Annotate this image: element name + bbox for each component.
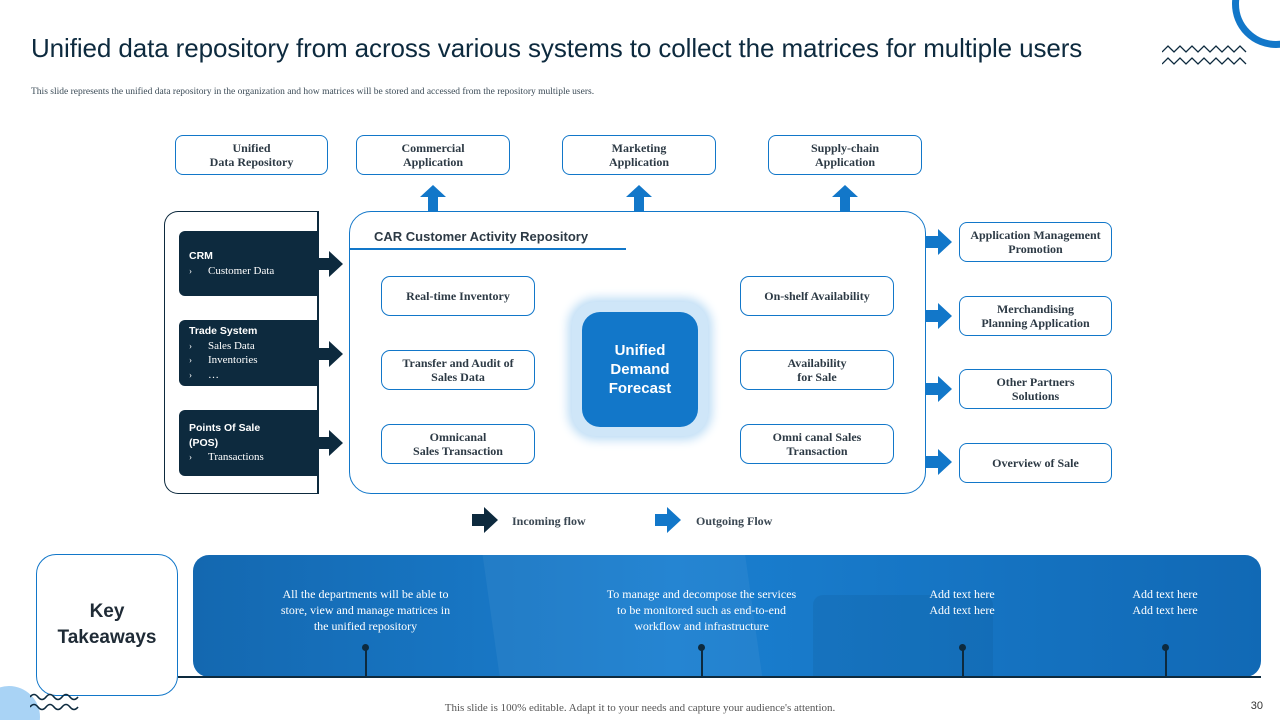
takeaway-pin-dot — [698, 644, 705, 651]
wave-decoration-icon — [1162, 45, 1247, 65]
footer-note: This slide is 100% editable. Adapt it to… — [444, 702, 836, 714]
up-arrow-icon — [420, 185, 446, 211]
top-box-supply-chain-application[interactable]: Supply-chain Application — [768, 135, 922, 175]
source-item: ›… — [189, 368, 219, 381]
legend-incoming-label: Incoming flow — [512, 514, 586, 528]
outgoing-arrow-icon — [926, 449, 952, 475]
wave-decoration-icon — [30, 693, 79, 711]
top-box-commercial-application[interactable]: Commercial Application — [356, 135, 510, 175]
key-takeaways-label: Key Takeaways — [36, 554, 178, 696]
outgoing-arrow-icon — [926, 376, 952, 402]
takeaway-pin-line — [962, 648, 964, 676]
source-heading: CRM — [189, 250, 213, 262]
repo-item-realtime-inventory[interactable]: Real-time Inventory — [381, 276, 535, 316]
page-title: Unified data repository from across vari… — [31, 33, 1083, 63]
takeaway-pin-line — [365, 648, 367, 676]
takeaway-text: All the departments will be able to stor… — [280, 587, 451, 633]
takeaway-pin-dot — [1162, 644, 1169, 651]
takeaway-pin-dot — [959, 644, 966, 651]
up-arrow-icon — [626, 185, 652, 211]
output-merchandising-planning[interactable]: Merchandising Planning Application — [959, 296, 1112, 336]
page-subtitle: This slide represents the unified data r… — [31, 87, 595, 97]
output-other-partners[interactable]: Other Partners Solutions — [959, 369, 1112, 409]
unified-demand-forecast[interactable]: Unified Demand Forecast — [582, 312, 698, 427]
top-box-marketing-application[interactable]: Marketing Application — [562, 135, 716, 175]
car-repository-title: CAR Customer Activity Repository — [374, 229, 589, 244]
incoming-arrow-icon — [317, 341, 343, 367]
legend-outgoing-arrow-icon — [655, 507, 681, 533]
source-trade-system[interactable]: Trade System ›Sales Data ›Inventories ›… — [179, 320, 317, 386]
outgoing-arrow-icon — [926, 229, 952, 255]
incoming-arrow-icon — [317, 251, 343, 277]
takeaways-banner — [193, 555, 1261, 677]
up-arrow-icon — [832, 185, 858, 211]
repo-item-onshelf-availability[interactable]: On-shelf Availability — [740, 276, 894, 316]
page-number: 30 — [1250, 700, 1263, 712]
source-item: ›Customer Data — [189, 264, 275, 277]
source-item: ›Sales Data — [189, 339, 255, 352]
legend-outgoing-label: Outgoing Flow — [696, 514, 773, 528]
repo-item-omnicanal-sales[interactable]: Omnicanal Sales Transaction — [381, 424, 535, 464]
output-app-management-promotion[interactable]: Application Management Promotion — [959, 222, 1112, 262]
source-points-of-sale[interactable]: Points Of Sale (POS) ›Transactions — [179, 410, 317, 476]
output-overview-of-sale[interactable]: Overview of Sale — [959, 443, 1112, 483]
repo-item-omnicanal-transaction[interactable]: Omni canal Sales Transaction — [740, 424, 894, 464]
takeaway-text: Add text here Add text here — [929, 587, 995, 617]
takeaway-text: Add text here Add text here — [1132, 587, 1198, 617]
source-item: ›Transactions — [189, 451, 264, 463]
takeaway-pin-line — [701, 648, 703, 676]
takeaway-pin-dot — [362, 644, 369, 651]
repo-item-availability-for-sale[interactable]: Availability for Sale — [740, 350, 894, 390]
top-box-unified-data-repository[interactable]: Unified Data Repository — [175, 135, 328, 175]
takeaways-baseline — [178, 676, 1261, 678]
takeaway-text: To manage and decompose the services to … — [606, 587, 797, 633]
data-sources-panel — [164, 211, 318, 494]
source-crm[interactable]: CRM ›Customer Data — [179, 231, 317, 296]
outgoing-arrow-icon — [926, 303, 952, 329]
legend-incoming-arrow-icon — [472, 507, 498, 533]
takeaway-pin-line — [1165, 648, 1167, 676]
incoming-arrow-icon — [317, 430, 343, 456]
corner-ring-decoration — [1232, 0, 1280, 48]
source-heading: Trade System — [189, 325, 258, 337]
source-heading: Points Of Sale (POS) — [189, 422, 261, 449]
car-repository-panel — [349, 211, 926, 494]
repo-item-transfer-audit[interactable]: Transfer and Audit of Sales Data — [381, 350, 535, 390]
car-title-underline — [349, 248, 626, 250]
source-item: ›Inventories — [189, 354, 258, 366]
